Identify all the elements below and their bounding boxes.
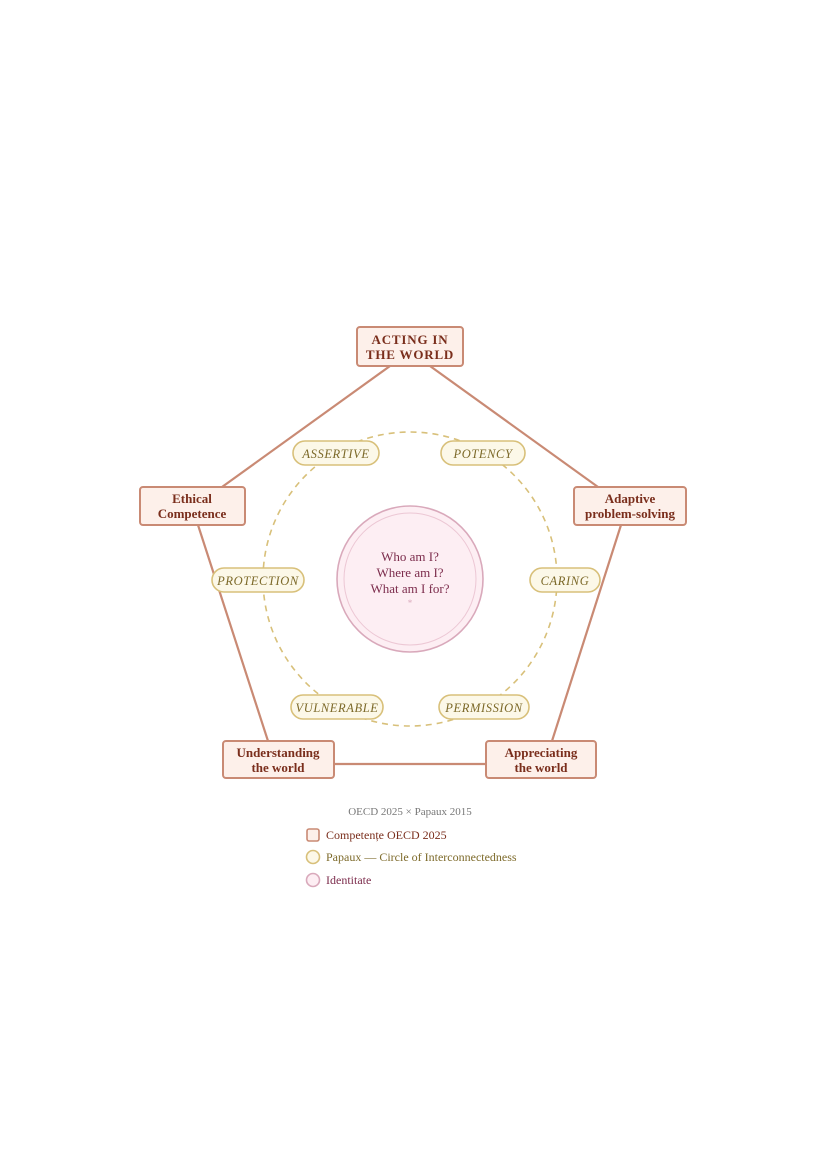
competency-line-2: the world [251, 760, 305, 775]
competency-box [222, 740, 335, 779]
legend-pink-circle-swatch [305, 872, 321, 888]
competency-line-1: Ethical [172, 491, 212, 506]
value-pill [529, 567, 601, 593]
value-permission: PERMISSION [438, 694, 530, 720]
competency-acting: ACTING IN THE WORLD [356, 326, 464, 367]
legend-gold-circle-swatch [305, 849, 321, 865]
competency-understanding: Understanding the world [222, 740, 335, 779]
value-label: ASSERTIVE [301, 447, 369, 461]
legend-label: Papaux — Circle of Interconnectedness [326, 850, 517, 864]
core-inner-ring [343, 512, 477, 646]
competency-line-1: ACTING IN [372, 332, 449, 347]
value-label: PROTECTION [216, 574, 299, 588]
legend-square-swatch [306, 828, 320, 842]
value-protection: PROTECTION [211, 567, 305, 593]
value-label: CARING [541, 574, 590, 588]
edge-ethical-acting [221, 365, 391, 488]
legend-item-identity: Identitate [305, 872, 371, 888]
competency-line-1: Appreciating [505, 745, 578, 760]
core-question-3: What am I for? [370, 581, 449, 596]
competency-line-1: Understanding [236, 745, 320, 760]
competency-line-1: Adaptive [605, 491, 656, 506]
competency-box [356, 326, 464, 367]
value-pill [290, 694, 384, 720]
core-question-1: Who am I? [381, 549, 439, 564]
legend-item-oecd: Competențe OECD 2025 [306, 828, 447, 842]
values-group: ASSERTIVE POTENCY CARING PERMISSION VULN… [211, 440, 601, 720]
competency-box [485, 740, 597, 779]
diagram-caption: OECD 2025 × Papaux 2015 [348, 806, 472, 818]
value-caring: CARING [529, 567, 601, 593]
value-pill [440, 440, 526, 466]
competency-ethical: Ethical Competence [139, 486, 246, 526]
edge-adaptive-appreciating [550, 524, 623, 742]
legend-label: Competențe OECD 2025 [326, 828, 447, 842]
core-question-2: Where am I? [376, 565, 443, 580]
competency-line-2: the world [514, 760, 568, 775]
value-pill [211, 567, 305, 593]
value-label: VULNERABLE [295, 701, 378, 715]
competency-adaptive: Adaptive problem-solving [573, 486, 687, 526]
value-label: PERMISSION [444, 701, 523, 715]
edge-understanding-ethical [196, 524, 270, 742]
pentagon-edges [196, 365, 623, 766]
legend-item-papaux: Papaux — Circle of Interconnectedness [305, 849, 517, 865]
competency-appreciating: Appreciating the world [485, 740, 597, 779]
competency-line-2: problem-solving [585, 506, 676, 521]
competency-line-2: Competence [158, 506, 227, 521]
legend-label: Identitate [326, 873, 371, 887]
competency-box [573, 486, 687, 526]
legend: Competențe OECD 2025 Papaux — Circle of … [305, 828, 517, 888]
competency-box [139, 486, 246, 526]
edge-acting-adaptive [429, 365, 599, 488]
value-vulnerable: VULNERABLE [290, 694, 384, 720]
value-label: POTENCY [452, 447, 514, 461]
value-potency: POTENCY [440, 440, 526, 466]
value-pill [438, 694, 530, 720]
identity-core: Who am I? Where am I? What am I for? * [336, 505, 484, 653]
competency-line-2: THE WORLD [366, 347, 454, 362]
core-marker: * [408, 598, 413, 608]
core-outer-ring [336, 505, 484, 653]
competencies-group: ACTING IN THE WORLD Adaptive problem-sol… [139, 326, 687, 779]
value-pill [292, 440, 380, 466]
value-assertive: ASSERTIVE [292, 440, 380, 466]
